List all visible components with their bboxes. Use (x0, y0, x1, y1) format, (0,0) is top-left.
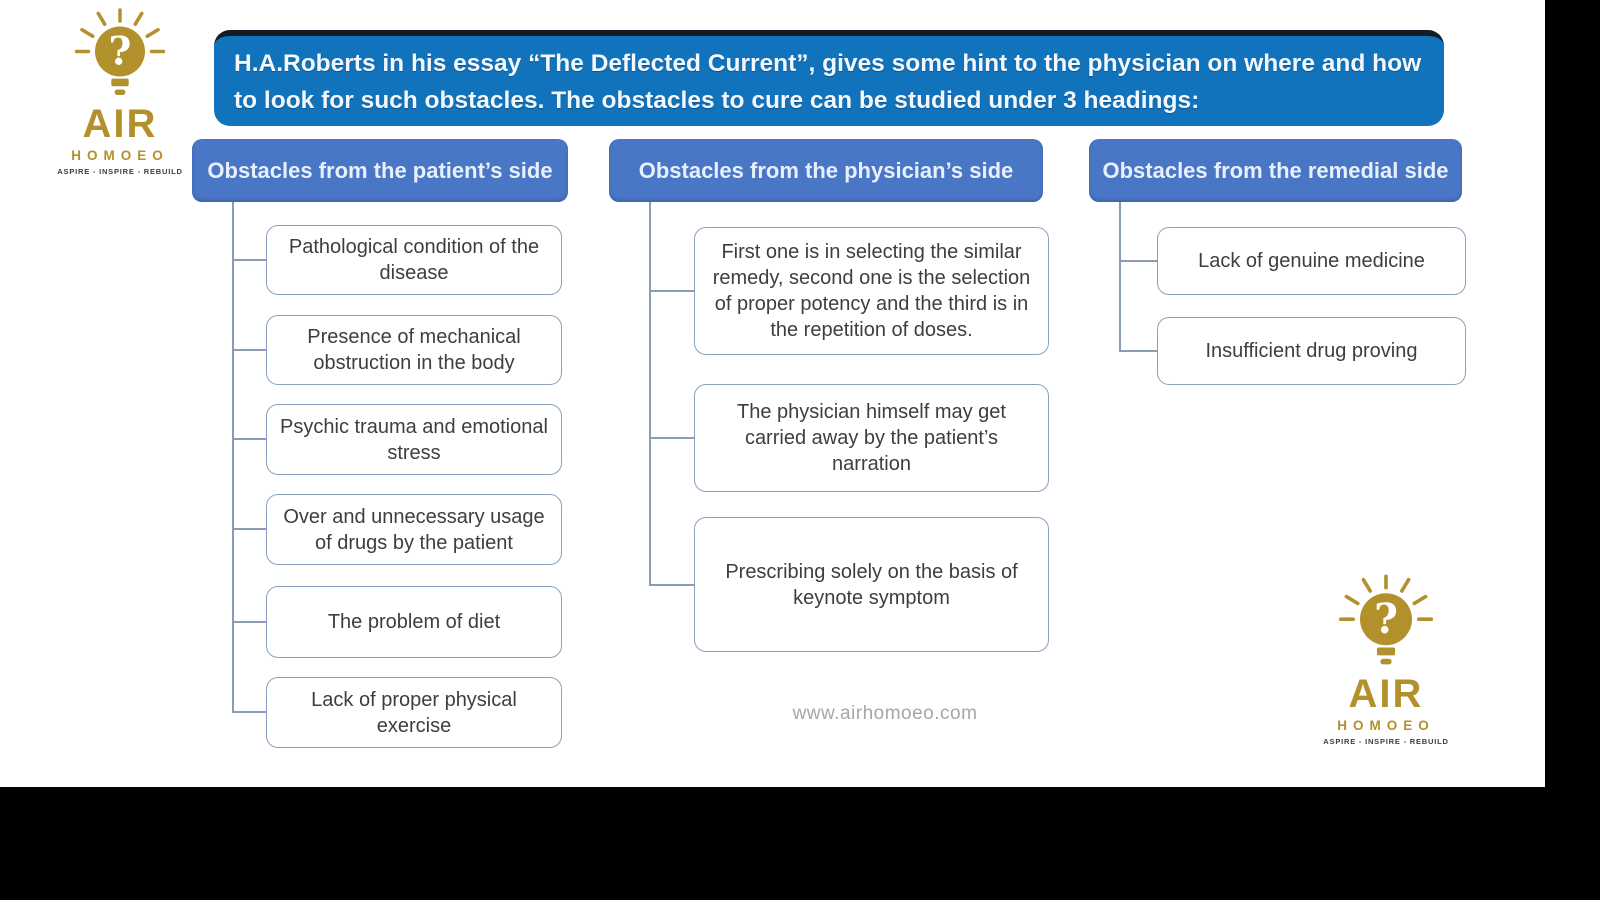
connector-line (1119, 350, 1157, 352)
connector-line (232, 438, 266, 440)
node-carried-away-narration: The physician himself may get carried aw… (694, 384, 1049, 492)
logo-air-text: AIR (1348, 672, 1424, 716)
connector-line (1119, 260, 1157, 262)
svg-text:?: ? (109, 29, 132, 75)
air-homoeo-logo-bottom: ? AIR HOMOEO ASPIRE - INSPIRE - REBUILD (1296, 574, 1476, 745)
column-header-remedial: Obstacles from the remedial side (1089, 139, 1462, 202)
lightbulb-question-icon: ? (74, 8, 166, 95)
logo-tagline: ASPIRE - INSPIRE - REBUILD (57, 166, 183, 176)
column-header-patient: Obstacles from the patient’s side (192, 139, 568, 202)
node-pathological-condition: Pathological condition of the disease (266, 225, 562, 295)
node-insufficient-drug-proving: Insufficient drug proving (1157, 317, 1466, 385)
title-banner: H.A.Roberts in his essay “The Deflected … (214, 30, 1444, 126)
air-homoeo-logo-top: ? AIR HOMOEO ASPIRE - INSPIRE - REBUILD (38, 8, 202, 175)
node-lack-genuine-medicine: Lack of genuine medicine (1157, 227, 1466, 295)
connector-line (649, 290, 694, 292)
node-keynote-prescribing: Prescribing solely on the basis of keyno… (694, 517, 1049, 652)
logo-homoeo-text: HOMOEO (1337, 718, 1435, 733)
website-url: www.airhomoeo.com (792, 703, 978, 724)
node-lack-of-exercise: Lack of proper physical exercise (266, 677, 562, 748)
connector-line (232, 259, 266, 261)
slide: ? AIR HOMOEO ASPIRE - INSPIRE - REBUILD … (0, 0, 1545, 787)
svg-text:?: ? (1374, 595, 1398, 643)
connector-line (649, 437, 694, 439)
logo-tagline: ASPIRE - INSPIRE - REBUILD (1323, 736, 1449, 746)
connector-line (232, 349, 266, 351)
connector-line (649, 584, 694, 586)
connector-line (232, 202, 234, 713)
node-problem-of-diet: The problem of diet (266, 586, 562, 658)
node-mechanical-obstruction: Presence of mechanical obstruction in th… (266, 315, 562, 385)
lightbulb-question-icon: ? (1338, 574, 1434, 665)
node-drug-overuse: Over and unnecessary usage of drugs by t… (266, 494, 562, 565)
column-header-physician: Obstacles from the physician’s side (609, 139, 1043, 202)
connector-line (1119, 202, 1121, 351)
node-remedy-potency-doses: First one is in selecting the similar re… (694, 227, 1049, 355)
logo-air-text: AIR (82, 102, 158, 146)
connector-line (232, 528, 266, 530)
connector-line (232, 621, 266, 623)
connector-line (232, 711, 266, 713)
node-psychic-trauma: Psychic trauma and emotional stress (266, 404, 562, 475)
logo-homoeo-text: HOMOEO (71, 148, 169, 163)
connector-line (649, 202, 651, 585)
